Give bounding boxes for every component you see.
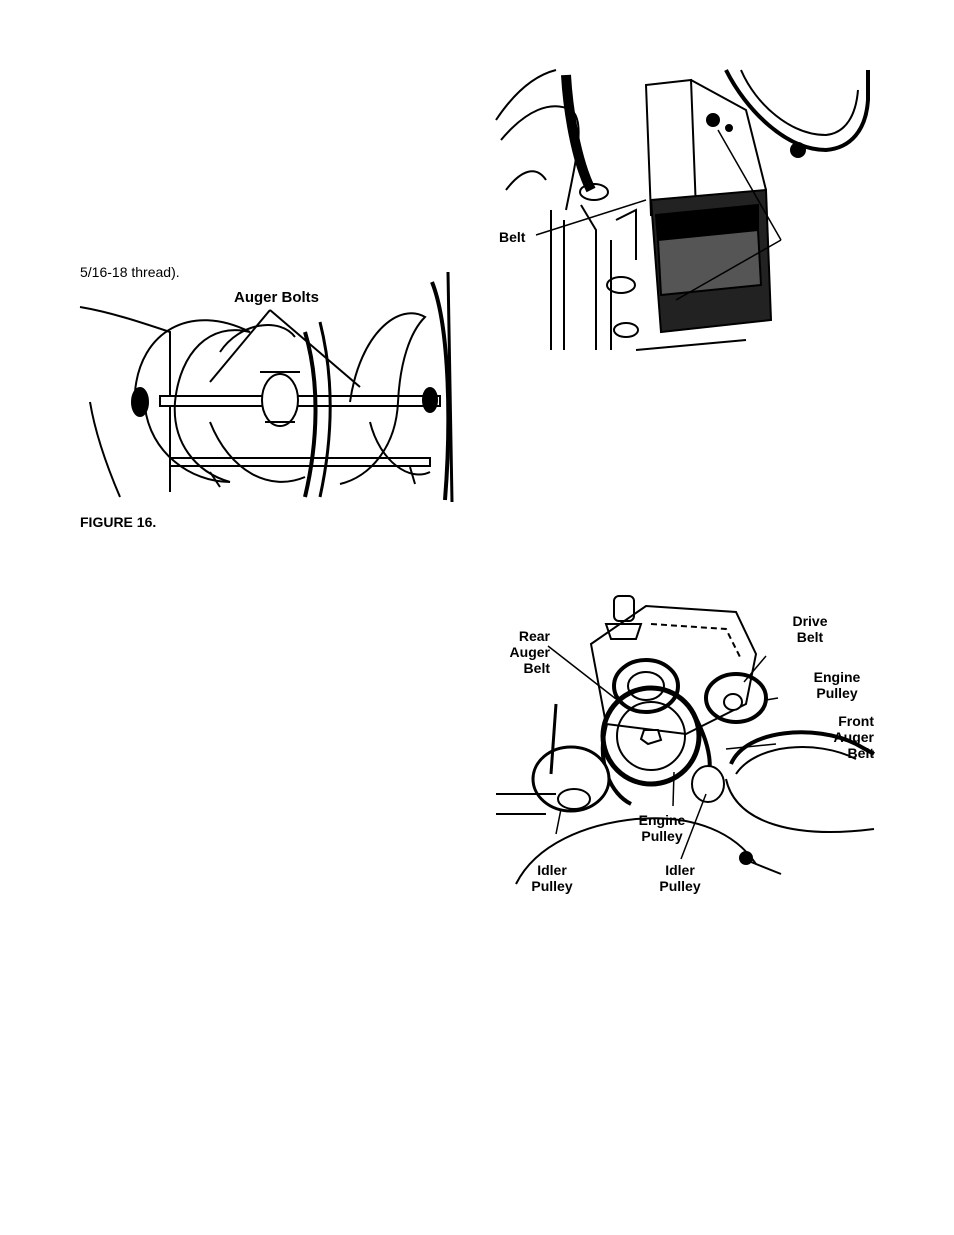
idler-pulley-left-line1: Idler — [522, 862, 582, 878]
drive-belt-line1: Drive — [780, 613, 840, 629]
belt-cover-illustration — [496, 70, 871, 352]
drive-belt-line2: Belt — [780, 629, 840, 645]
engine-pulley-right-line2: Pulley — [806, 685, 868, 701]
engine-pulley-right-label: Engine Pulley — [806, 669, 868, 701]
idler-pulley-center-line1: Idler — [650, 862, 710, 878]
engine-pulley-center-line2: Pulley — [630, 828, 694, 844]
rear-auger-belt-line2: Auger — [494, 644, 550, 660]
front-auger-belt-line1: Front — [810, 713, 874, 729]
front-auger-belt-line3: Belt — [810, 745, 874, 761]
auger-illustration — [80, 262, 460, 512]
rear-auger-belt-line1: Rear — [494, 628, 550, 644]
rear-auger-belt-label: Rear Auger Belt — [494, 628, 550, 676]
drive-belt-label: Drive Belt — [780, 613, 840, 645]
front-auger-belt-line2: Auger — [810, 729, 874, 745]
idler-pulley-left-label: Idler Pulley — [522, 862, 582, 894]
engine-pulley-center-label: Engine Pulley — [630, 812, 694, 844]
front-auger-belt-label: Front Auger Belt — [810, 713, 874, 761]
rear-auger-belt-line3: Belt — [494, 660, 550, 676]
idler-pulley-center-line2: Pulley — [650, 878, 710, 894]
figure-16-caption: FIGURE 16. — [80, 514, 156, 530]
engine-pulley-right-line1: Engine — [806, 669, 868, 685]
idler-pulley-center-label: Idler Pulley — [650, 862, 710, 894]
idler-pulley-left-line2: Pulley — [522, 878, 582, 894]
belt-label: Belt — [499, 229, 525, 245]
engine-pulley-center-line1: Engine — [630, 812, 694, 828]
